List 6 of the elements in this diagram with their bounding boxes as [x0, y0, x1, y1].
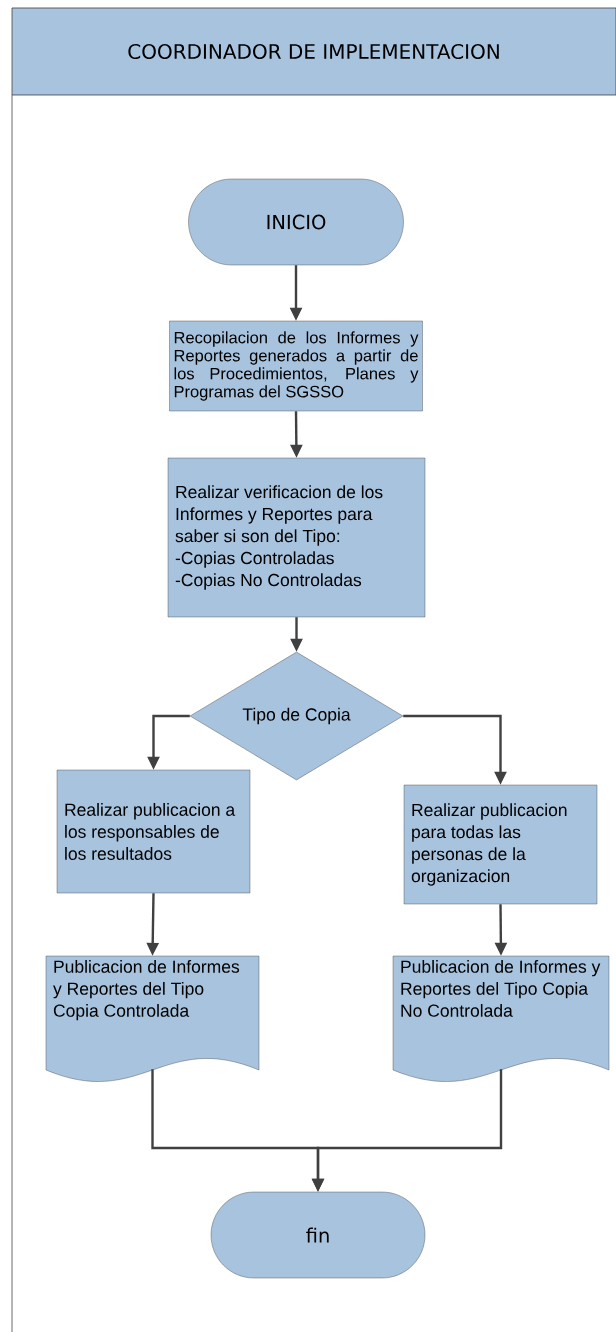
process-box: Recopilacion de los Informes y Reportes generados a partir de los Procedimientos, Planes y Programas del SGSSO: [169, 320, 423, 412]
process-box: Realizar publicacion para todas las personas de la organizacion: [403, 784, 598, 905]
process-box: Realizar publicacion a los responsables de los resultados: [56, 769, 251, 894]
process-box: Realizar verificacion de los Informes y Reportes para saber si son del Tipo: -Copias Controladas -Copias No Controladas: [167, 457, 426, 618]
start-terminal: INICIO: [188, 178, 404, 266]
end-terminal: fin: [210, 1191, 426, 1279]
